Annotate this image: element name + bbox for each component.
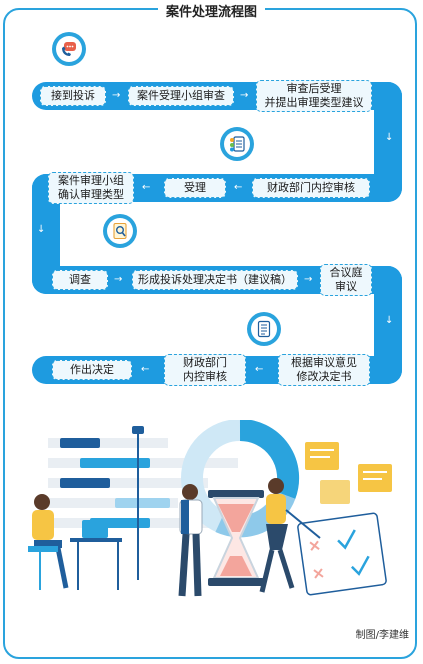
page-title: 案件处理流程图 [157, 5, 265, 20]
arrow-right-icon: → [304, 274, 313, 285]
step-accept: 受理 [164, 178, 226, 198]
woman-with-pointer [259, 478, 321, 593]
step-accept-and-propose: 审查后受理 并提出审理类型建议 [256, 80, 372, 112]
step-finance-internal-review-1: 财政部门内控审核 [252, 178, 370, 198]
step-make-decision: 作出决定 [52, 360, 132, 380]
step-draft-decision: 形成投诉处理决定书（建议稿） [132, 270, 298, 290]
gantt-bars [48, 426, 238, 580]
arrow-left-icon: ← [141, 364, 150, 375]
calendar-graphic [297, 512, 387, 596]
arrow-down-icon: ↓ [37, 224, 46, 235]
illustration-credit: 制图/李建维 [355, 630, 409, 641]
arrow-left-icon: ← [142, 182, 151, 193]
arrow-right-icon: → [114, 274, 123, 285]
step-acceptance-review: 案件受理小组审查 [128, 86, 234, 106]
person-at-desk [28, 494, 122, 590]
phone-icon [52, 32, 86, 66]
arrow-left-icon: ← [255, 364, 264, 375]
teamwork-illustration [28, 420, 392, 597]
magnifier-document-icon [103, 214, 137, 248]
standing-man [178, 484, 203, 597]
sticky-notes [305, 442, 392, 504]
arrow-right-icon: → [240, 90, 249, 101]
hourglass-graphic [208, 490, 264, 586]
step-panel-deliberation: 合议庭 审议 [320, 264, 372, 296]
step-revise-decision: 根据审议意见 修改决定书 [278, 354, 370, 386]
arrow-down-icon: ↓ [385, 315, 394, 326]
title-wrap: 案件处理流程图 [0, 0, 423, 20]
arrow-down-icon: ↓ [385, 132, 394, 143]
step-investigate: 调查 [52, 270, 108, 290]
step-receive-complaint: 接到投诉 [40, 86, 106, 106]
document-list-icon [220, 127, 254, 161]
document-icon [247, 312, 281, 346]
step-finance-internal-review-2: 财政部门 内控审核 [164, 354, 246, 386]
arrow-right-icon: → [112, 90, 121, 101]
step-confirm-trial-type: 案件审理小组 确认审理类型 [48, 172, 134, 204]
arrow-left-icon: ← [234, 182, 243, 193]
